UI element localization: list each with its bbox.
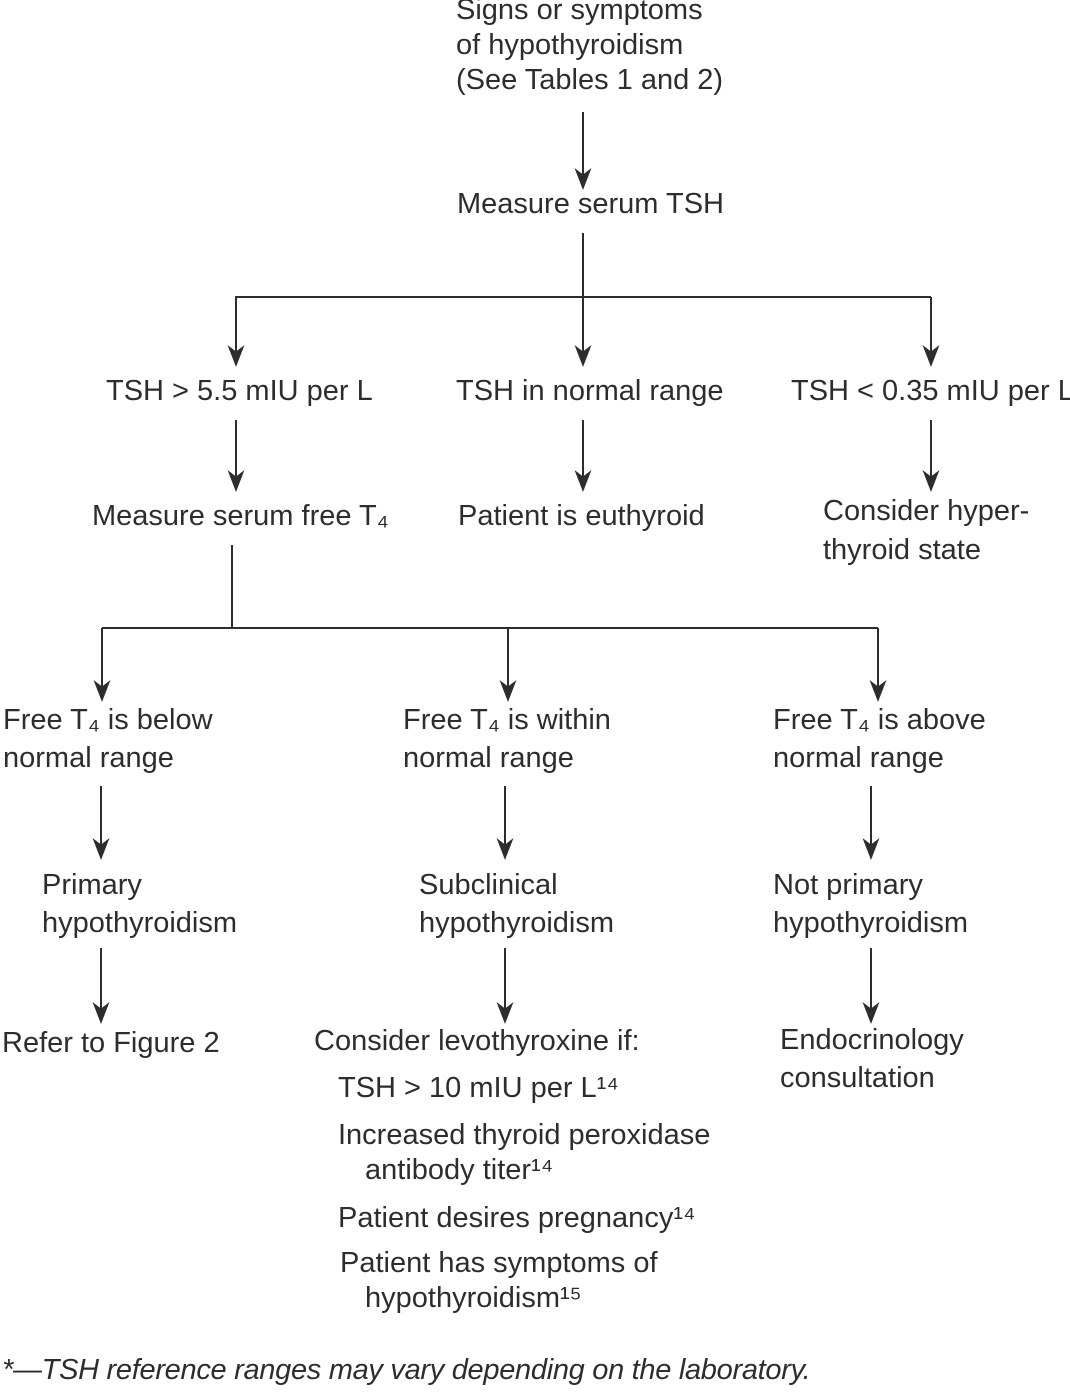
node-free-t4-within-line2: normal range xyxy=(403,742,574,774)
node-free-t4-above: Free T₄ is above normal range xyxy=(773,701,986,777)
tsh-branch-lines xyxy=(227,233,940,367)
node-patient-euthyroid: Patient is euthyroid xyxy=(458,500,705,532)
node-not-primary-line1: Not primary xyxy=(773,869,923,901)
node-tsh-normal: TSH in normal range xyxy=(456,375,724,407)
node-endocrinology-consultation: Endocrinology consultation xyxy=(780,1021,964,1097)
arrow-subclinical-to-levothyroxine xyxy=(496,948,514,1024)
node-consider-hyperthyroid-line1: Consider hyper- xyxy=(823,495,1030,527)
criterion-tsh-10: TSH > 10 mIU per L¹⁴ xyxy=(338,1072,619,1104)
node-free-t4-above-line1: Free T₄ is above xyxy=(773,704,986,736)
criterion-symptoms-line1: Patient has symptoms of xyxy=(340,1247,658,1279)
criterion-symptoms-line2: hypothyroidism¹⁵ xyxy=(365,1282,582,1314)
criterion-peroxidase-line1: Increased thyroid peroxidase xyxy=(338,1119,711,1151)
arrow-below-to-primary xyxy=(92,786,110,860)
node-free-t4-below: Free T₄ is below normal range xyxy=(3,701,213,777)
free-t4-branch-lines xyxy=(93,545,887,702)
node-subclinical-line1: Subclinical xyxy=(419,869,558,901)
node-free-t4-below-line1: Free T₄ is below xyxy=(3,704,213,736)
criterion-peroxidase-line2: antibody titer¹⁴ xyxy=(365,1154,554,1186)
arrow-tsh-normal-to-euthyroid xyxy=(574,420,592,492)
node-refer-figure-2: Refer to Figure 2 xyxy=(2,1027,220,1059)
arrow-tsh-high-to-free-t4 xyxy=(227,420,245,492)
node-free-t4-within: Free T₄ is within normal range xyxy=(403,701,611,777)
node-not-primary-line2: hypothyroidism xyxy=(773,907,969,939)
node-measure-serum-tsh: Measure serum TSH xyxy=(457,188,724,220)
node-primary-hypothyroidism: Primary hypothyroidism xyxy=(42,866,237,942)
node-consider-levothyroxine: Consider levothyroxine if: xyxy=(314,1025,640,1057)
node-signs-symptoms-line1: Signs or symptoms xyxy=(456,0,703,26)
node-signs-symptoms-line2: of hypothyroidism xyxy=(456,29,684,61)
arrow-tsh-low-to-hyperthyroid xyxy=(922,420,940,492)
node-endocrinology-line1: Endocrinology xyxy=(780,1024,964,1056)
arrow-above-to-not-primary xyxy=(862,786,880,860)
node-subclinical-line2: hypothyroidism xyxy=(419,907,615,939)
node-primary-line2: hypothyroidism xyxy=(42,907,238,939)
node-not-primary-hypothyroidism: Not primary hypothyroidism xyxy=(773,866,968,942)
node-tsh-low: TSH < 0.35 mIU per L* xyxy=(791,375,1070,407)
node-signs-symptoms: Signs or symptoms of hypothyroidism (See… xyxy=(456,0,723,98)
node-signs-symptoms-line3: (See Tables 1 and 2) xyxy=(456,64,724,96)
node-measure-free-t4: Measure serum free T₄ xyxy=(92,500,389,532)
footnote-tsh-reference: *—TSH reference ranges may vary dependin… xyxy=(2,1354,811,1386)
node-free-t4-within-line1: Free T₄ is within xyxy=(403,704,611,736)
criterion-pregnancy: Patient desires pregnancy¹⁴ xyxy=(338,1202,696,1234)
node-primary-line1: Primary xyxy=(42,869,142,901)
node-free-t4-above-line2: normal range xyxy=(773,742,944,774)
node-free-t4-below-line2: normal range xyxy=(3,742,174,774)
arrow-within-to-subclinical xyxy=(496,786,514,860)
arrow-not-primary-to-endocrinology xyxy=(862,948,880,1024)
arrow-start-to-measure-tsh xyxy=(574,112,592,190)
node-endocrinology-line2: consultation xyxy=(780,1062,935,1094)
arrow-primary-to-refer xyxy=(92,948,110,1024)
node-subclinical-hypothyroidism: Subclinical hypothyroidism xyxy=(419,866,614,942)
node-consider-hyperthyroid-line2: thyroid state xyxy=(823,534,981,566)
node-consider-hyperthyroid: Consider hyper- thyroid state xyxy=(823,492,1029,570)
node-tsh-high: TSH > 5.5 mIU per L xyxy=(106,375,373,407)
